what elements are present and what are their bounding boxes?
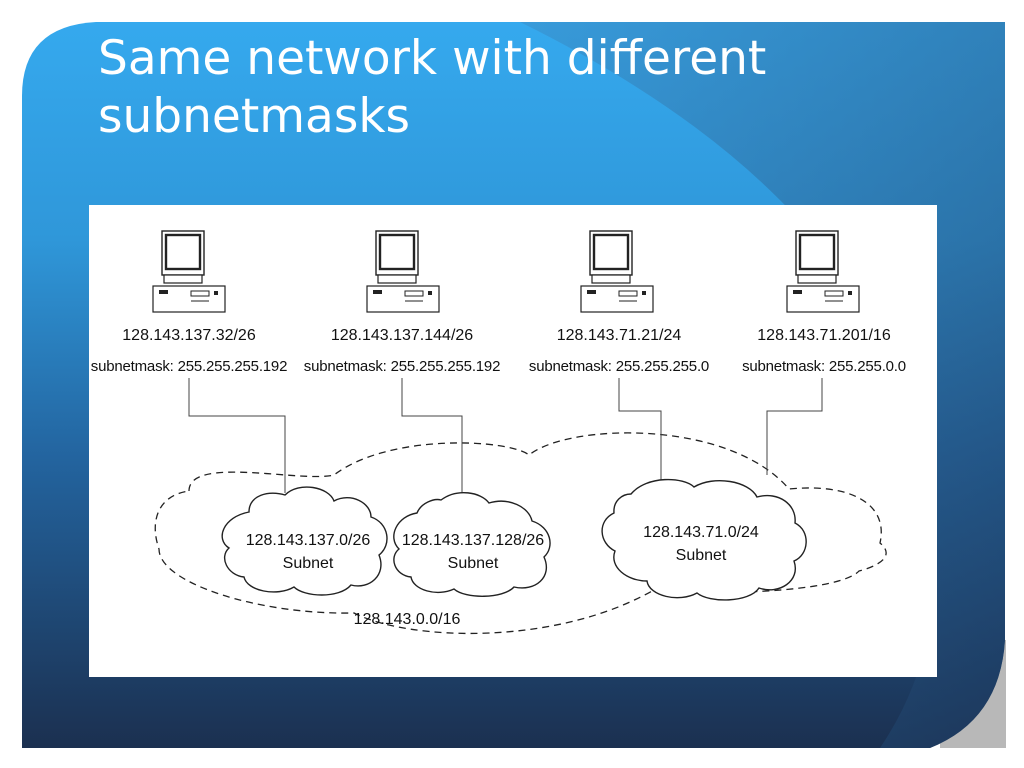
host-1-screen (164, 233, 202, 271)
network-cloud-outline (154, 432, 887, 635)
connection-line-host-2 (401, 378, 463, 493)
host-2-drive-slot (373, 290, 382, 294)
host-3-system-unit (580, 285, 654, 313)
host-4-subnetmask-label: subnetmask: 255.255.0.0 (742, 358, 906, 375)
host-2-subnetmask-label: subnetmask: 255.255.255.192 (303, 358, 501, 375)
host-1-drive-slot (159, 290, 168, 294)
host-2-monitor-base (377, 274, 417, 284)
connection-line-host-1 (188, 378, 286, 493)
host-1-computer-icon (152, 230, 226, 313)
subnet-1-label: Subnet (282, 555, 334, 572)
host-1-monitor-base (163, 274, 203, 284)
host-1-drive-bay (190, 290, 210, 297)
host-4-monitor-base (797, 274, 837, 284)
host-2-drive-bay (404, 290, 424, 297)
connection-line-host-3 (618, 378, 662, 487)
slide-title-line-2: subnetmasks (98, 89, 411, 144)
slide-diagonal-band (520, 22, 1005, 748)
subnet-3-address: 128.143.71.0/24 (643, 524, 759, 541)
host-4-system-unit (786, 285, 860, 313)
host-4-power-led (848, 291, 852, 295)
host-1-system-unit (152, 285, 226, 313)
network-diagram: 128.143.137.32/26 subnetmask: 255.255.25… (89, 205, 937, 677)
slide-title-line-1: Same network with different (98, 31, 767, 86)
subnet-cloud-1 (221, 486, 388, 596)
host-3-ip-label: 128.143.71.21/24 (556, 327, 682, 344)
subnet-3-label: Subnet (675, 547, 727, 564)
host-3-power-led (642, 291, 646, 295)
subnet-cloud-3 (601, 478, 807, 601)
host-2-screen (378, 233, 416, 271)
host-4-drive-bay (824, 290, 844, 297)
host-2-power-led (428, 291, 432, 295)
host-2-ip-label: 128.143.137.144/26 (330, 327, 474, 344)
subnet-1-address: 128.143.137.0/26 (245, 532, 371, 549)
host-1-ip-label: 128.143.137.32/26 (122, 327, 256, 344)
subnet-2-label: Subnet (447, 555, 499, 572)
host-3-computer-icon (580, 230, 654, 313)
host-1-subnetmask-label: subnetmask: 255.255.255.192 (90, 358, 288, 375)
host-3-screen (592, 233, 630, 271)
host-3-subnetmask-label: subnetmask: 255.255.255.0 (528, 358, 710, 375)
host-2-computer-icon (366, 230, 440, 313)
subnet-clouds (221, 478, 807, 601)
subnet-cloud-2 (393, 492, 551, 597)
connection-line-host-4 (766, 378, 823, 475)
connection-lines (188, 378, 823, 493)
subnet-2-address: 128.143.137.128/26 (401, 532, 545, 549)
host-4-computer-icon (786, 230, 860, 313)
host-3-drive-bay (618, 290, 638, 297)
host-1-power-led (214, 291, 218, 295)
host-3-monitor-base (591, 274, 631, 284)
host-2-system-unit (366, 285, 440, 313)
host-4-screen (798, 233, 836, 271)
host-4-ip-label: 128.143.71.201/16 (757, 327, 891, 344)
diagram-drawing (152, 230, 887, 635)
host-4-drive-slot (793, 290, 802, 294)
host-3-drive-slot (587, 290, 596, 294)
network-address-label: 128.143.0.0/16 (353, 611, 461, 628)
